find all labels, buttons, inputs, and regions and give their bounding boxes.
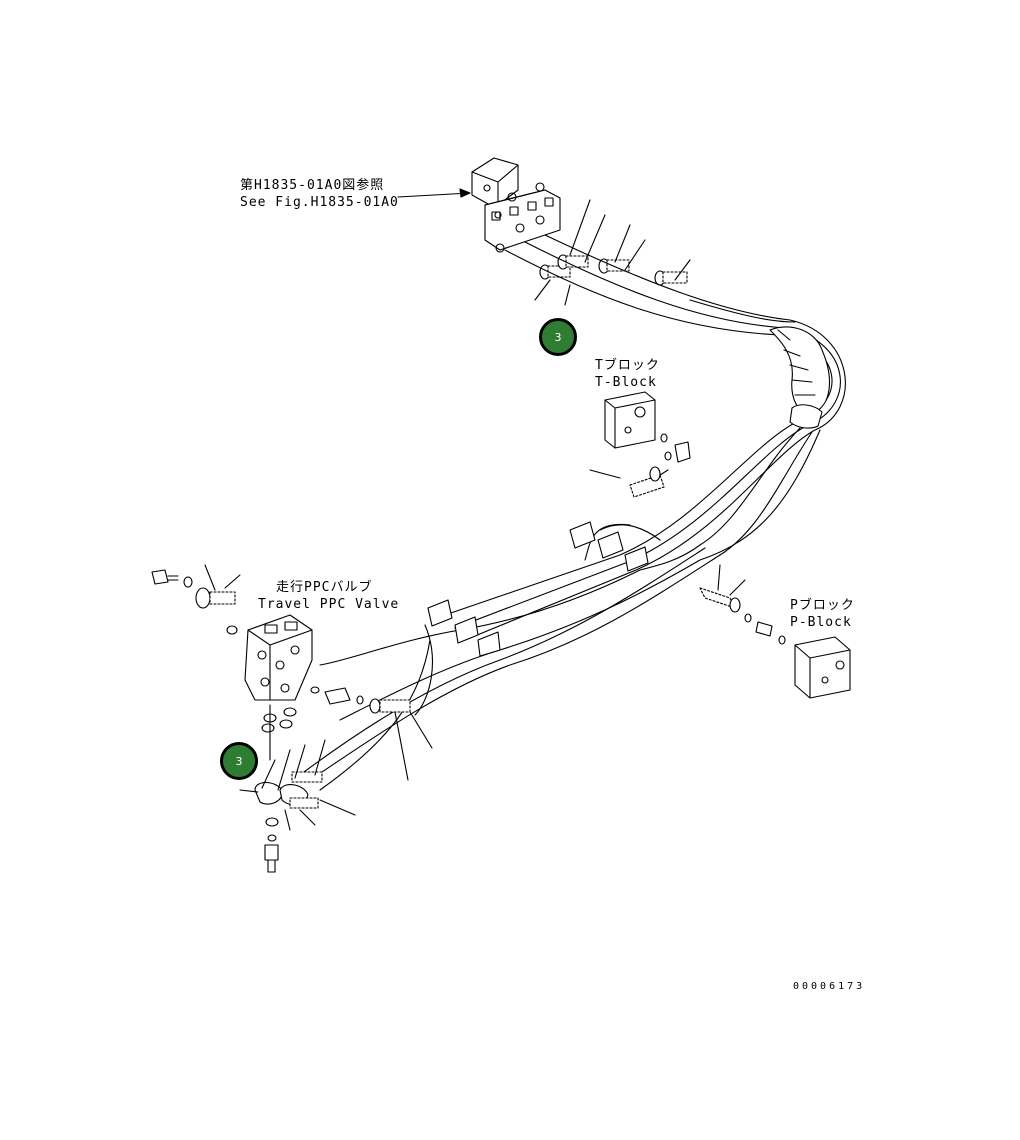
hose-clamps bbox=[427, 521, 649, 657]
top-leader-lines bbox=[534, 199, 691, 306]
p-block bbox=[699, 564, 851, 699]
ppc-upper-fittings bbox=[151, 564, 241, 609]
p-block-label-jp: Pブロック bbox=[790, 598, 855, 613]
t-block bbox=[589, 391, 691, 498]
travel-ppc-valve bbox=[226, 614, 313, 701]
drawing-number: 00006173 bbox=[793, 981, 866, 992]
callout-part-3-bottom[interactable]: 3 bbox=[220, 742, 258, 780]
lower-hose-bundle bbox=[299, 523, 721, 791]
reference-label-en: See Fig.H1835-01A0 bbox=[240, 195, 399, 210]
travel-ppc-valve-label-en: Travel PPC Valve bbox=[258, 597, 400, 612]
t-block-label-jp: Tブロック bbox=[595, 358, 660, 373]
callout-part-3-top[interactable]: 3 bbox=[539, 318, 577, 356]
travel-ppc-valve-label-jp: 走行PPCバルブ bbox=[276, 580, 373, 595]
top-hose-fittings bbox=[539, 254, 688, 286]
top-bracket-manifold bbox=[471, 157, 561, 253]
p-block-label-en: P-Block bbox=[790, 615, 852, 630]
ppc-lower-fittings bbox=[239, 686, 433, 873]
reference-label-jp: 第H1835-01A0図参照 bbox=[240, 178, 385, 193]
hose-bundle bbox=[444, 234, 846, 641]
t-block-label-en: T-Block bbox=[595, 375, 657, 390]
hose-sleeves bbox=[769, 326, 830, 429]
reference-leader-arrow bbox=[397, 188, 471, 198]
